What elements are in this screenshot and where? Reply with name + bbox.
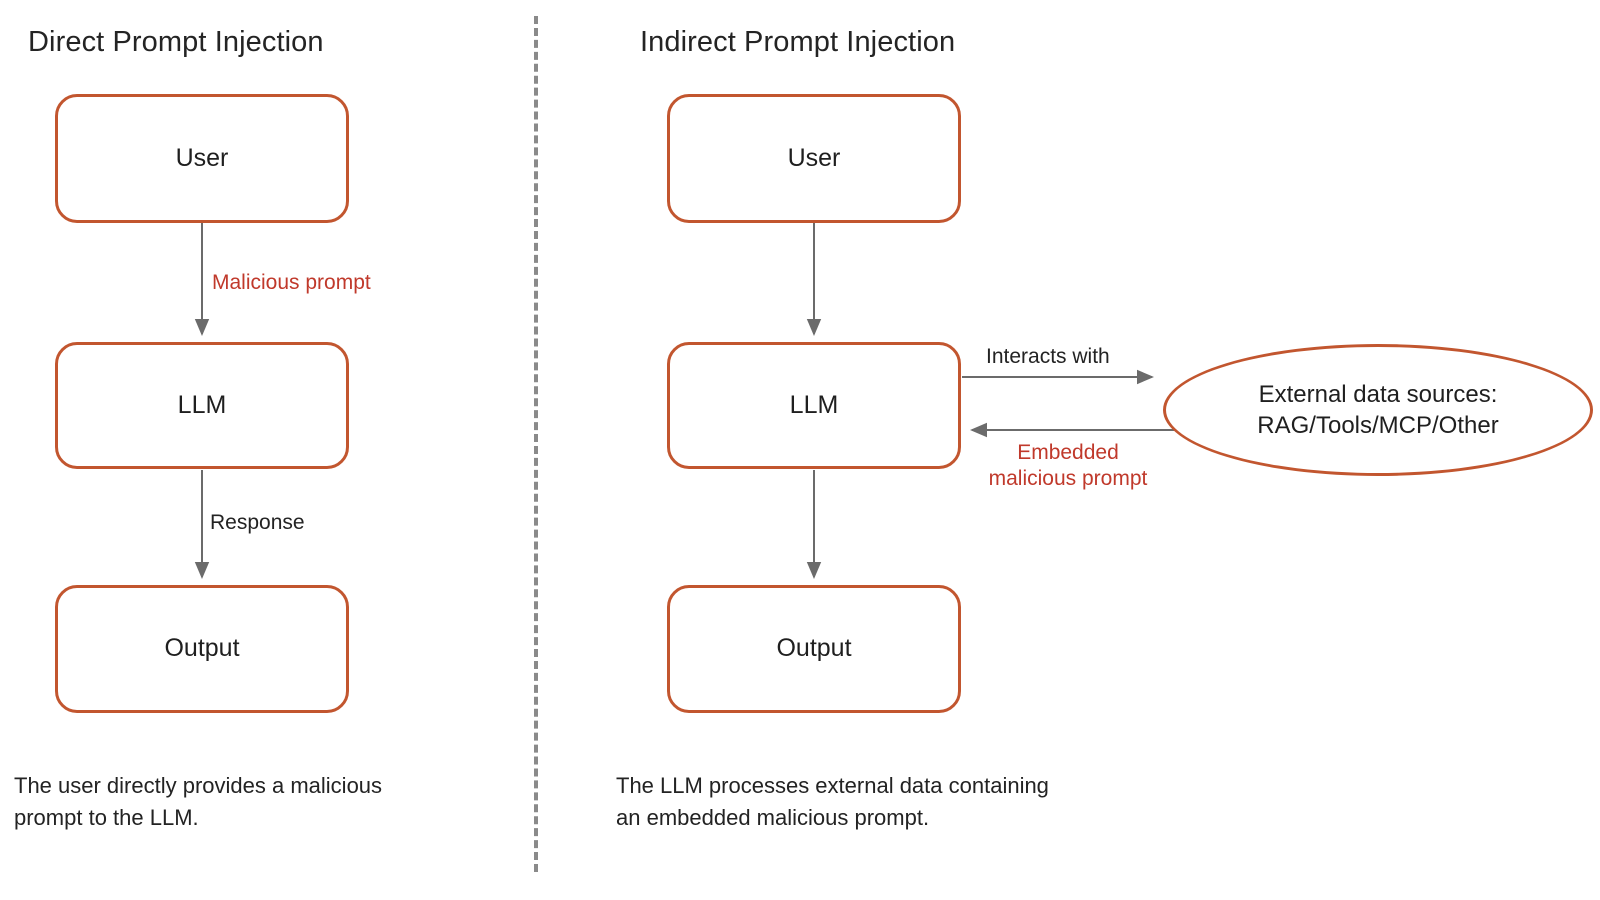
- node-llm-indirect[interactable]: LLM: [667, 342, 961, 469]
- caption-indirect: The LLM processes external data containi…: [616, 773, 1049, 830]
- panel-title-direct: Direct Prompt Injection: [28, 26, 324, 58]
- node-label: Output: [164, 634, 240, 663]
- node-output-indirect[interactable]: Output: [667, 585, 961, 713]
- node-label: External data sources: RAG/Tools/MCP/Oth…: [1257, 380, 1499, 439]
- node-llm-direct[interactable]: LLM: [55, 342, 349, 469]
- node-label: LLM: [177, 390, 227, 419]
- panel-divider: [534, 16, 538, 872]
- edge-label-response: Response: [210, 511, 305, 534]
- node-label: User: [787, 143, 841, 172]
- node-label: Output: [776, 634, 852, 663]
- edge-label-interacts-with: Interacts with: [986, 345, 1110, 368]
- node-external-data-sources[interactable]: External data sources: RAG/Tools/MCP/Oth…: [1163, 344, 1593, 476]
- edge-label-malicious-prompt: Malicious prompt: [212, 271, 371, 294]
- caption-direct: The user directly provides a malicious p…: [14, 773, 383, 830]
- edge-label-embedded-malicious-prompt: Embedded malicious prompt: [988, 441, 1148, 491]
- node-user-indirect[interactable]: User: [667, 94, 961, 223]
- node-label: LLM: [789, 390, 839, 419]
- node-label: User: [175, 143, 229, 172]
- node-user-direct[interactable]: User: [55, 94, 349, 223]
- node-output-direct[interactable]: Output: [55, 585, 349, 713]
- panel-title-indirect: Indirect Prompt Injection: [640, 26, 956, 58]
